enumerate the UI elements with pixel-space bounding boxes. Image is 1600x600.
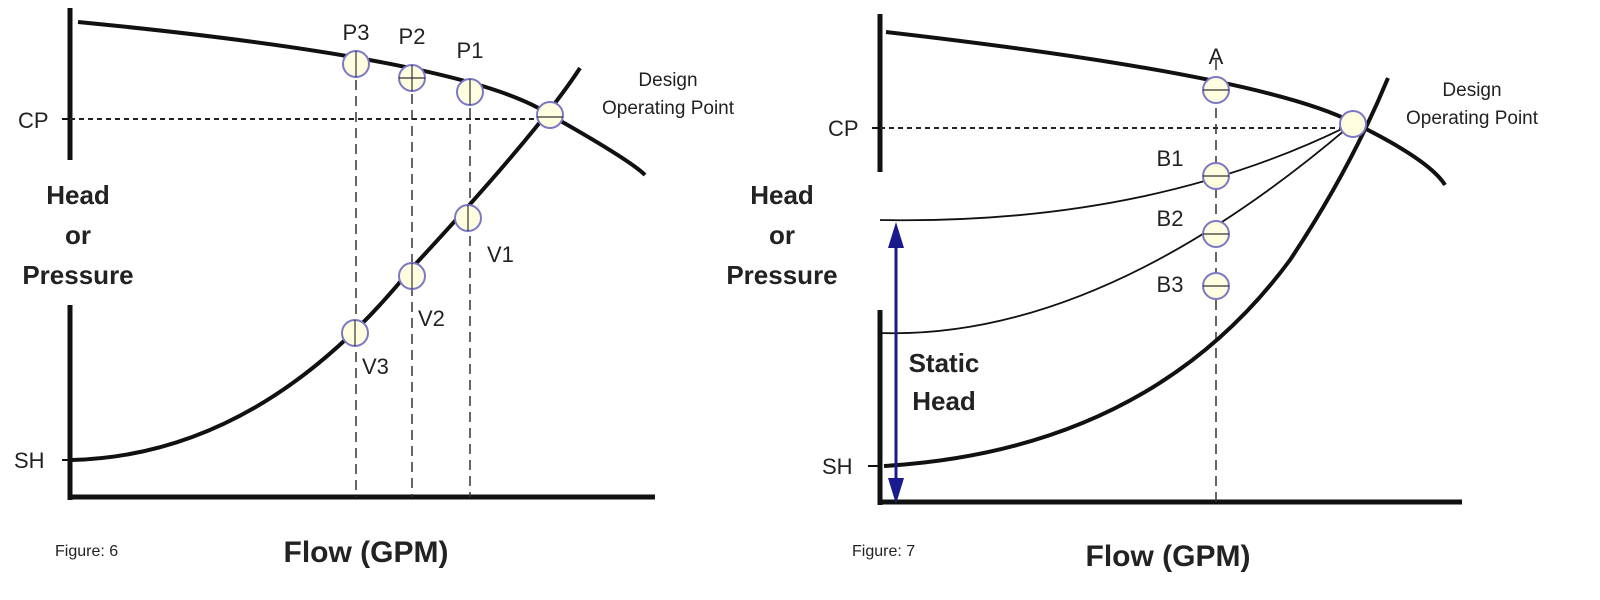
fig7-system-curve-b2: [879, 123, 1353, 335]
fig6-label-v3: V3: [362, 354, 389, 379]
fig6-sh-label: SH: [14, 448, 45, 473]
fig6-ylabel-line2: or: [65, 220, 91, 250]
fig7-point-a: [1202, 76, 1230, 104]
fig7-caption: Figure: 7: [852, 543, 915, 560]
fig7-static-label-line2: Head: [912, 386, 976, 416]
fig7-ylabel-line3: Pressure: [726, 260, 837, 290]
fig6-label-p1: P1: [457, 38, 484, 63]
figure-7: CP SH Head or Pressure A B1 B2 B3 Static…: [726, 14, 1539, 573]
fig7-static-label-line1: Static: [909, 348, 980, 378]
fig6-pump-curve: [77, 20, 647, 177]
fig7-ylabel-line2: or: [769, 220, 795, 250]
fig7-sh-label: SH: [822, 454, 853, 479]
fig6-point-v3: [341, 319, 369, 347]
fig6-x-axis-label: Flow (GPM): [284, 536, 449, 569]
fig7-ylabel-line1: Head: [750, 180, 814, 210]
fig7-cp-label: CP: [828, 116, 859, 141]
fig6-design-label-line1: Design: [638, 70, 697, 91]
fig6-design-point: [536, 101, 564, 129]
fig7-arrow-head-bottom: [888, 478, 904, 504]
fig7-label-b1: B1: [1157, 146, 1184, 171]
figure-6: CP SH Head or Pressure P3 P2 P1 V1 V2 V3…: [14, 8, 735, 569]
fig6-cp-label: CP: [18, 108, 49, 133]
fig7-system-curve-b1: [879, 123, 1353, 222]
fig6-ylabel-line3: Pressure: [22, 260, 133, 290]
fig6-point-v1: [454, 204, 482, 232]
fig7-design-label-line2: Operating Point: [1406, 108, 1539, 129]
fig6-point-p3: [342, 50, 370, 78]
fig6-label-p2: P2: [399, 24, 426, 49]
fig7-point-b3: [1202, 272, 1230, 300]
fig7-design-point: [1339, 110, 1367, 138]
fig6-point-p1: [456, 78, 484, 106]
fig6-label-v2: V2: [418, 306, 445, 331]
fig7-point-b1: [1202, 162, 1230, 190]
fig7-label-b2: B2: [1157, 206, 1184, 231]
fig6-label-v1: V1: [487, 242, 514, 267]
fig6-label-p3: P3: [343, 20, 370, 45]
fig7-design-label-line1: Design: [1442, 80, 1501, 101]
fig7-x-axis-label: Flow (GPM): [1086, 540, 1251, 573]
fig7-point-b2: [1202, 220, 1230, 248]
fig6-point-p2: [398, 64, 426, 92]
fig7-pump-curve: [885, 30, 1447, 187]
fig6-point-v2: [398, 262, 426, 290]
fig6-ylabel-line1: Head: [46, 180, 110, 210]
fig7-label-a: A: [1209, 44, 1224, 69]
fig7-arrow-head-top: [888, 222, 904, 248]
fig6-caption: Figure: 6: [55, 543, 118, 560]
fig7-system-curve-b3: [883, 77, 1390, 468]
fig7-label-b3: B3: [1157, 272, 1184, 297]
fig6-design-label-line2: Operating Point: [602, 98, 735, 119]
